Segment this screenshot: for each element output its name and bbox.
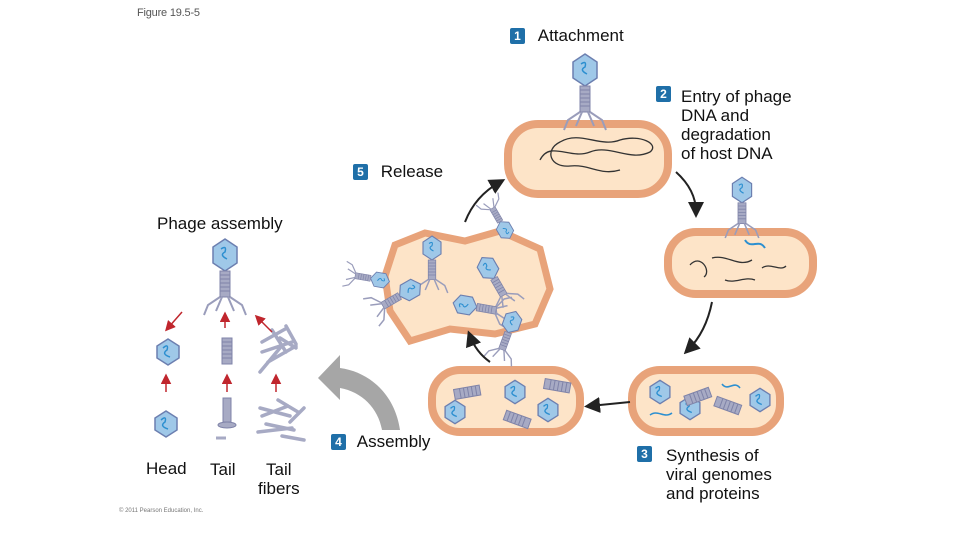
cell-attachment (504, 53, 672, 198)
step-4-text: Assembly (356, 432, 431, 451)
phage-assembly-title: Phage assembly (157, 214, 283, 233)
tail-fibers-label: Tail fibers (258, 460, 300, 498)
cell-assembly (428, 366, 584, 436)
tail-fibers-line-2: fibers (258, 479, 300, 498)
step-2-line-2: DNA and (681, 106, 750, 125)
step-2-line-4: of host DNA (681, 144, 773, 163)
cycle-arrows (464, 171, 713, 413)
phage-assembly-parts (154, 238, 306, 442)
step-1-badge: 1 (510, 28, 525, 44)
step-1-label: 1 Attachment (510, 26, 624, 45)
cell-entry (664, 176, 817, 298)
step-1-text: Attachment (537, 26, 624, 45)
step-2-line-3: degradation (681, 125, 771, 144)
step-5-label: 5 Release (353, 162, 443, 181)
copyright: © 2011 Pearson Education, Inc. (119, 508, 204, 514)
tail-label: Tail (210, 460, 236, 479)
step-2-label: 2 (656, 86, 671, 104)
step-3-badge: 3 (637, 446, 652, 462)
step-3-line-2: viral genomes (666, 465, 772, 484)
head-label: Head (146, 459, 187, 478)
cell-synthesis (628, 366, 784, 436)
step-4-badge: 4 (331, 434, 346, 450)
step-2-line-1: Entry of phage (681, 87, 792, 106)
step-3-line-1: Synthesis of (666, 446, 759, 465)
assembly-arrow (318, 355, 400, 430)
step-4-label: 4 Assembly (331, 432, 430, 451)
step-5-badge: 5 (353, 164, 368, 180)
cell-release (341, 191, 554, 368)
step-3-text: Synthesis of viral genomes and proteins (666, 446, 772, 503)
tail-fibers-line-1: Tail (266, 460, 292, 479)
step-3-label: 3 (637, 446, 652, 464)
step-3-line-3: and proteins (666, 484, 760, 503)
step-5-text: Release (380, 162, 444, 181)
step-2-text: Entry of phage DNA and degradation of ho… (681, 87, 792, 163)
figure-label: Figure 19.5-5 (137, 7, 200, 19)
step-2-badge: 2 (656, 86, 671, 102)
